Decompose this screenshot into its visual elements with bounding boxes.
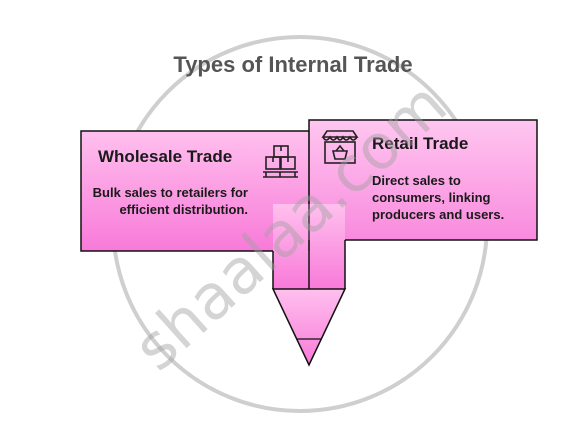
wholesale-title: Wholesale Trade <box>98 147 233 166</box>
retail-title: Retail Trade <box>372 134 469 153</box>
arrow-point <box>271 288 347 367</box>
stacked-boxes-on-pallet-icon <box>263 145 298 178</box>
storefront-with-basket-icon <box>321 130 359 164</box>
retail-description: Direct sales to consumers, linking produ… <box>372 173 505 222</box>
diagram-title: Types of Internal Trade <box>173 52 413 77</box>
wholesale-description: Bulk sales to retailers for efficient di… <box>92 185 248 217</box>
wholesale-card <box>80 130 311 252</box>
